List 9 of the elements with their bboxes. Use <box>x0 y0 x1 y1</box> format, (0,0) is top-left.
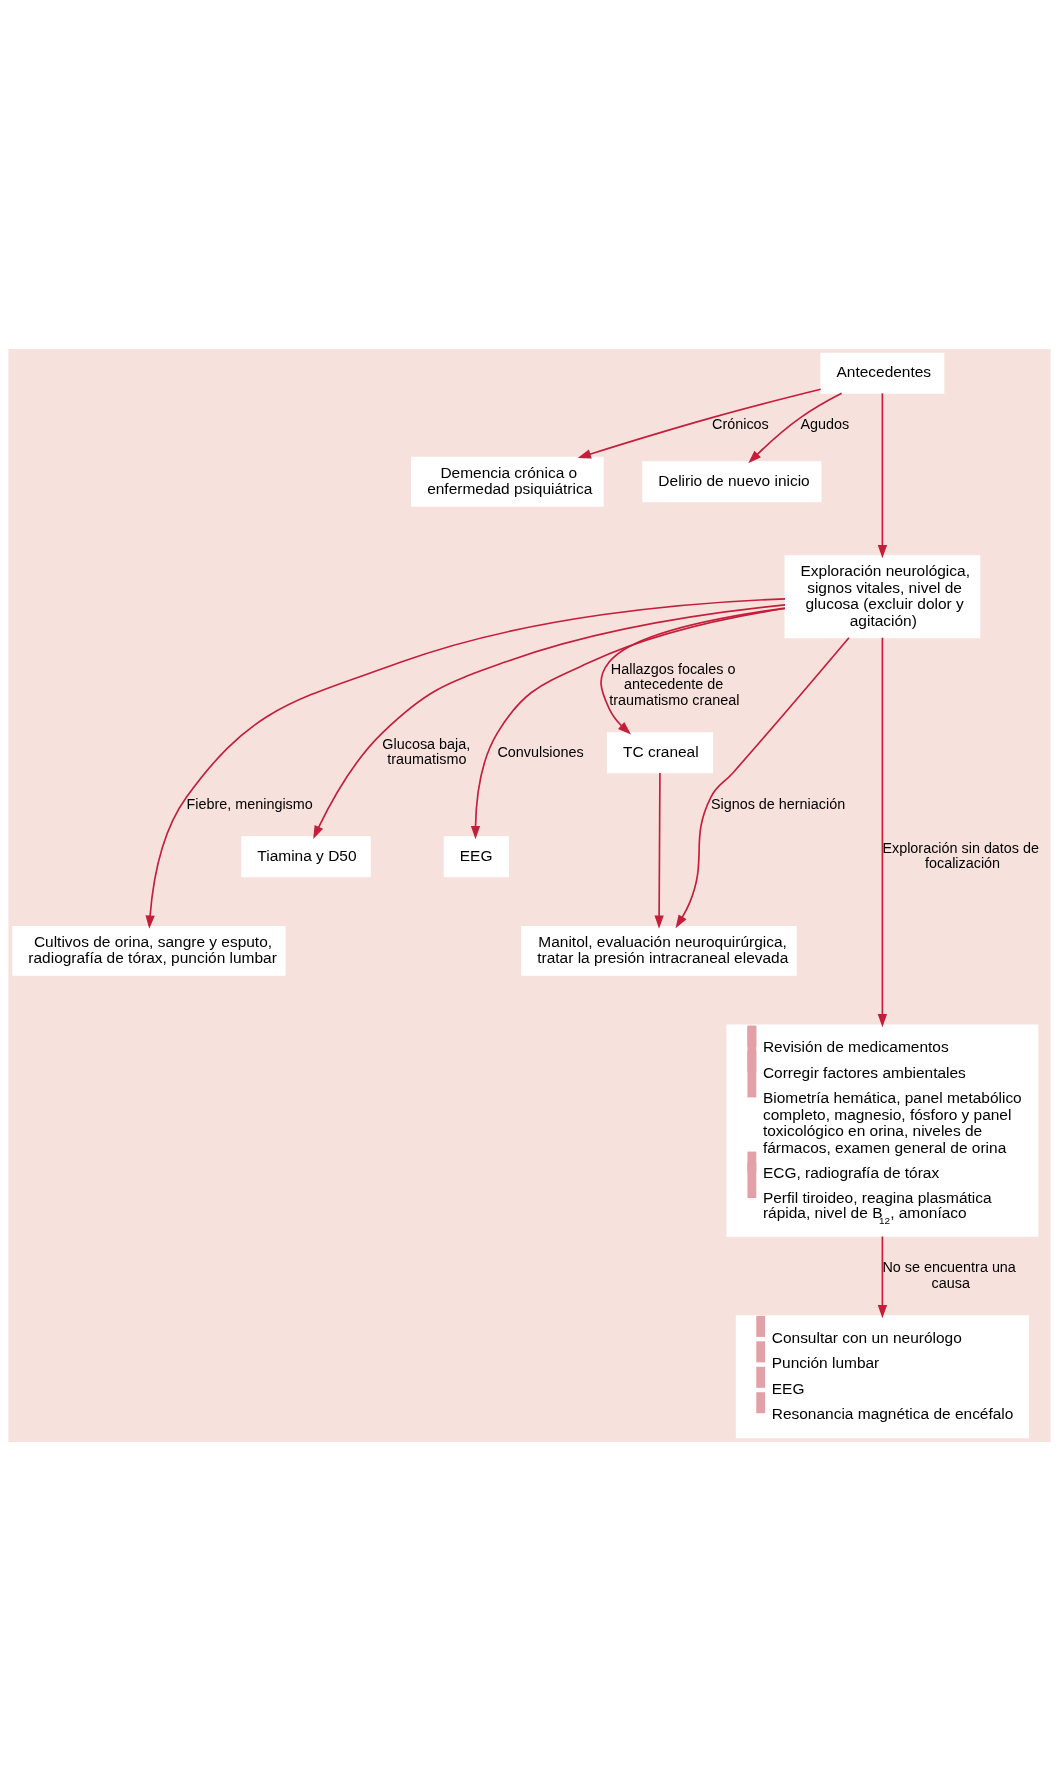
edge-label: Agudos <box>800 416 850 433</box>
edge-label: Fiebre, meningismo <box>186 795 313 812</box>
edge-label: Exploración sin datos de focalización <box>882 839 1040 872</box>
edge-label: Hallazgos focales o antecedente de traumatismo craneal <box>609 660 740 708</box>
edge-label: Signos de herniación <box>710 795 846 812</box>
edge-label: No se encuentra una causa <box>882 1259 1016 1291</box>
edge-label: Crónicos <box>712 416 769 433</box>
edge-label: Convulsiones <box>497 743 584 760</box>
edge-label: Glucosa baja, traumatismo <box>382 735 471 768</box>
